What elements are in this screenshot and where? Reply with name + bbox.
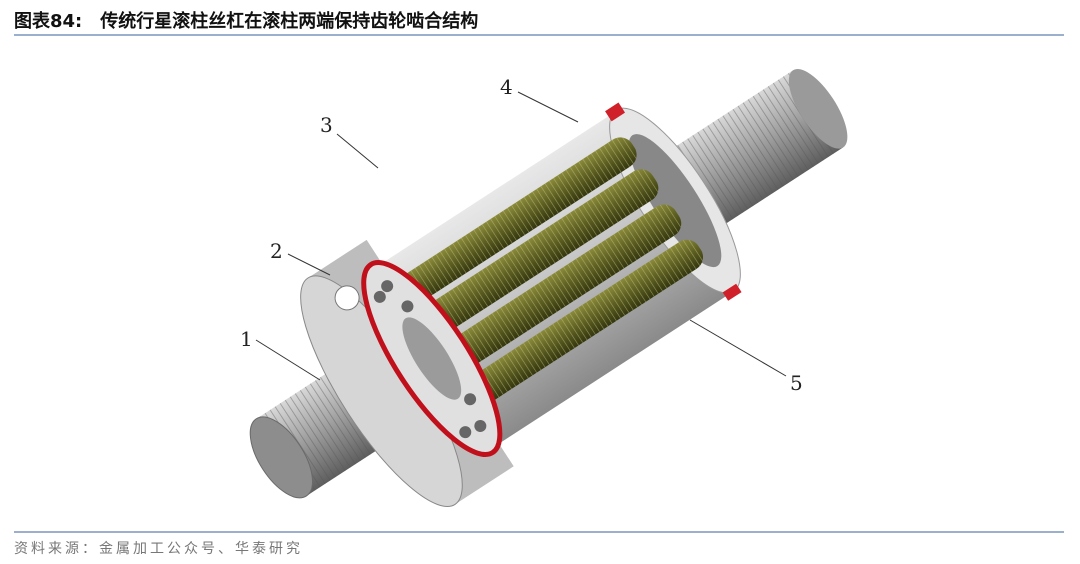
gear-ring-bottom — [722, 283, 742, 301]
callout-2: 2 — [270, 239, 331, 276]
figure-number: 图表84: — [14, 11, 83, 32]
figure-caption: 传统行星滚柱丝杠在滚柱两端保持齿轮啮合结构 — [100, 11, 479, 32]
title-divider — [14, 34, 1064, 36]
svg-text:2: 2 — [270, 239, 283, 263]
svg-text:4: 4 — [500, 75, 513, 99]
callout-5: 5 — [689, 319, 803, 395]
rollers — [399, 137, 704, 406]
retaining-ring — [361, 260, 503, 457]
figure-source: 资料来源：金属加工公众号、华泰研究 — [14, 541, 303, 557]
svg-text:3: 3 — [320, 113, 333, 137]
svg-text:5: 5 — [790, 371, 803, 395]
callout-1: 1 — [240, 327, 321, 381]
callout-4: 4 — [500, 75, 579, 123]
callout-3: 3 — [320, 113, 379, 169]
svg-text:1: 1 — [240, 327, 253, 351]
gear-ring-top — [605, 102, 626, 122]
figure-title: 图表84: 传统行星滚柱丝杠在滚柱两端保持齿轮啮合结构 — [14, 7, 478, 33]
source-divider — [14, 531, 1064, 533]
